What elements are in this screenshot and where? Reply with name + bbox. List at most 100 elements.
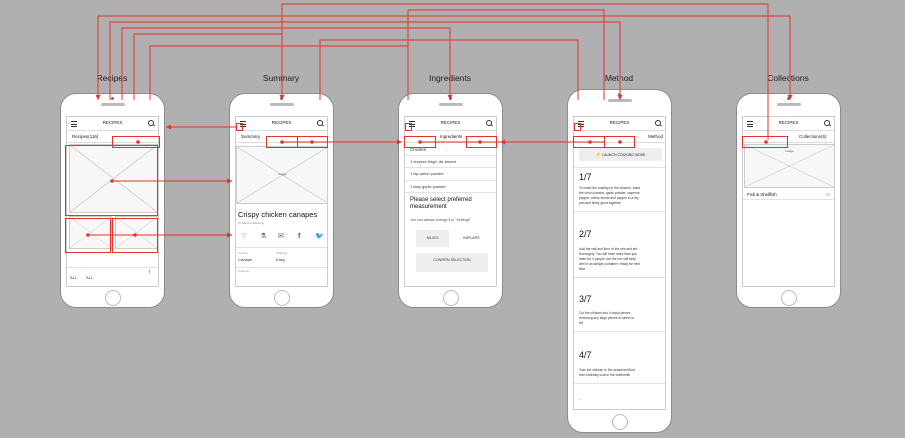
tab-bar: Collections(6) [743,131,834,143]
connector-recipes-to-summary [133,33,283,100]
step-number: 4/7 [579,350,592,360]
home-button[interactable] [442,290,459,306]
step-text-line: To make the coating for the chicken, toa… [579,186,640,190]
collection-label[interactable]: Fish & Shellfish [747,192,777,197]
top-bar: RECIPES [574,117,665,131]
column-label-recipes: Recipes [96,73,128,83]
menu-icon[interactable] [240,121,246,127]
recipe-byline: by Marcus Wareing [238,221,264,225]
step-text-line: Toss the chicken in the seasoned flour, [579,368,636,372]
step-text-line: fat [579,321,583,325]
app-title: RECIPES [609,120,630,125]
recipe-title: Crispy chicken canapes [238,210,318,219]
difficulty-value: Easy [276,257,285,262]
home-button[interactable] [273,290,290,306]
collection-count: 36 [825,192,830,197]
step-text-line: then carefully coat in the buttermilk [579,373,630,377]
connector-recipes-to-ingredients [121,27,451,100]
ingredient-item: 1 tsp onion powder [410,171,444,176]
facebook-icon[interactable]: f [298,233,301,240]
app-title: RECIPES [440,120,461,125]
twitter-icon[interactable]: 🐦 [315,233,324,240]
filter-caption: ... [85,268,88,272]
top-bar: RECIPES [236,117,327,131]
tab-collections[interactable]: Collections(6) [799,134,827,139]
phone-collections: RECIPES Collections(6) Image Fish & Shel… [736,93,841,308]
step-number: 1/7 [579,172,592,182]
step-text-line: need for 4 people, but the mix will keep [579,257,637,261]
recipe-thumb-left[interactable] [69,216,112,249]
menu-icon[interactable] [578,121,584,127]
hotspot-method-logo [574,123,581,131]
menu-icon[interactable] [71,121,77,127]
option-metric-button[interactable]: ML/KG [416,230,449,247]
home-button[interactable] [611,414,628,430]
step-text-line: Add the salt and flour to the mix and st… [579,247,638,251]
screen-method: RECIPES Method ⚡ LAUNCH COOKING MODE 1/7… [573,116,666,410]
screen-collections: RECIPES Collections(6) Image Fish & Shel… [742,116,835,287]
step-text-line: Cut the chicken into 4 equal pieces, [579,311,632,315]
extra-label: Calories [238,269,250,273]
home-button[interactable] [780,290,797,306]
tab-ingredients[interactable]: Ingredients [440,134,463,139]
mail-icon[interactable]: ✉ [278,233,284,240]
tab-summary[interactable]: Summary [241,134,261,139]
search-icon[interactable] [317,120,323,126]
more-indicator: ... [579,396,583,401]
tab-method[interactable]: Method [648,134,664,139]
home-button[interactable] [104,290,121,306]
launch-cooking-mode-button[interactable]: ⚡ LAUNCH COOKING MODE [579,148,662,161]
column-label-method: Method [604,73,634,83]
column-label-collections: Collections [767,73,809,83]
image-caption: Image [278,172,287,177]
lightning-icon: ⚡ [595,152,602,157]
app-title: RECIPES [778,120,799,125]
confirm-selection-button[interactable]: CONFIRM SELECTION [416,253,488,272]
search-icon[interactable] [486,120,492,126]
hotspot-ingredients-logo [405,123,412,131]
top-bar: RECIPES [67,117,158,131]
search-icon[interactable] [655,120,661,126]
step-text-line: removing any large pieces of sinew or [579,316,635,320]
tab-recipes[interactable]: Recipes(116) [72,134,99,139]
connector-recipes-to-collections [97,15,791,100]
connector-summary-to-collections [281,3,769,140]
heart-icon[interactable]: ♡ [241,233,248,240]
phone-method: RECIPES Method ⚡ LAUNCH COOKING MODE 1/7… [567,89,672,433]
recipe-hero-image: Image [236,146,327,204]
step-number: 3/7 [579,294,592,304]
filter-all-second[interactable]: ALL [86,275,94,280]
option-imperial-button[interactable]: IMPLAPE [463,236,480,240]
menu-icon[interactable] [747,121,753,127]
step-text-line: pan and finely grind together [579,201,621,205]
filter-all-first[interactable]: ALL [70,275,78,280]
step-text-line: the onion powder, garlic powder, cayenne [579,191,640,195]
step-text-line: well in an airtight container. ready for… [579,262,640,266]
menu-icon[interactable] [409,121,415,127]
search-icon[interactable] [148,120,154,126]
search-icon[interactable] [824,120,830,126]
connector-method-top [319,39,579,100]
difficulty-label: Difficulty [276,251,288,255]
connector-recipes-to-method [109,21,621,100]
connector-recipes-search [149,45,409,100]
column-label-summary: Summary [262,73,300,83]
screen-summary: RECIPES Summary Image Crispy chicken can… [235,116,328,287]
ingredient-section: Chicken [410,147,427,152]
step-text-line: time [579,267,586,271]
phone-summary: RECIPES Summary Image Crispy chicken can… [229,93,334,308]
measurement-heading: Please select preferred measurement [410,197,472,210]
hotspot-collections-tab [742,136,788,148]
hotspot-summary-logo [236,123,243,131]
collection-image[interactable]: Image [744,144,834,188]
phone-recipes: RECIPES Recipes(116) ... ALL ALL ↑ [60,93,165,308]
arrow-up-icon[interactable]: ↑ [148,269,152,276]
recipe-thumb-right[interactable] [115,216,158,249]
screen-recipes: RECIPES Recipes(116) ... ALL ALL ↑ [66,116,159,287]
flask-icon[interactable]: ⚗ [260,233,267,240]
top-bar: RECIPES [405,117,496,131]
ingredient-item: 1 chicken thigh, de-boned [410,159,456,164]
step-text-line: thoroughly. You will have more than you [579,252,638,256]
course-value: Canape [238,257,253,262]
